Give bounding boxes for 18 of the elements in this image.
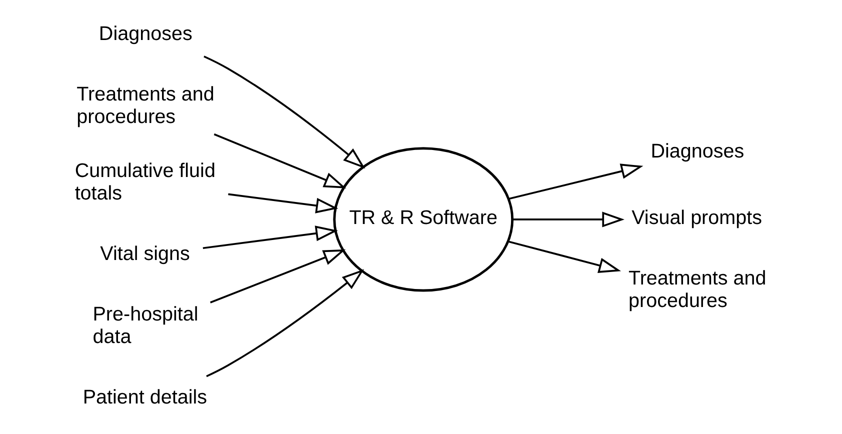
arrow <box>213 133 346 188</box>
node-text: Vital signs <box>100 243 190 266</box>
arrow <box>512 212 624 228</box>
arrow <box>507 240 621 274</box>
arrow <box>228 193 338 214</box>
arrow <box>210 249 346 304</box>
arrow <box>508 164 643 200</box>
node-text: Diagnoses <box>98 23 192 46</box>
node-text: Diagnoses <box>650 140 744 162</box>
arrow <box>206 269 364 378</box>
node-text: Cumulative fluid totals <box>74 160 215 204</box>
node-text: Visual prompts <box>631 207 762 230</box>
arrow <box>203 56 365 169</box>
node-text: Patient details <box>82 386 207 408</box>
node-text: Treatments and procedures <box>628 268 766 312</box>
node-text: Treatments and procedures <box>76 84 214 128</box>
arrow <box>202 226 338 250</box>
node-text: Pre-hospital data <box>92 304 198 348</box>
